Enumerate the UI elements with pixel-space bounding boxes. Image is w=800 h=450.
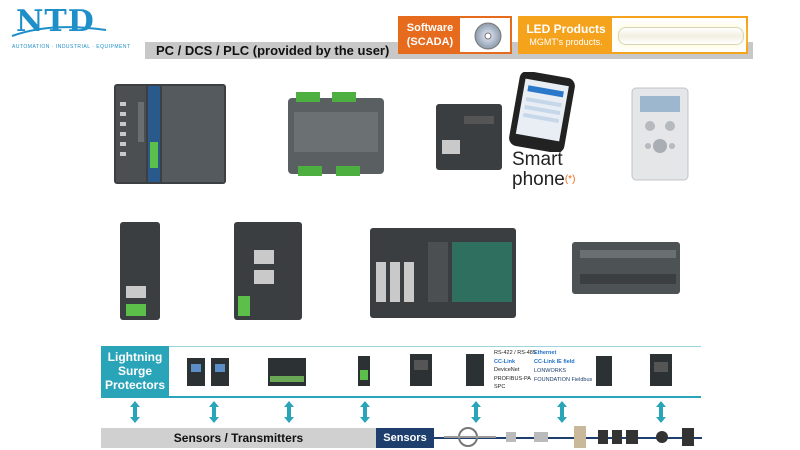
updown-arrow-icon (471, 401, 481, 423)
proto-ethernet: Ethernet (534, 350, 557, 356)
panel-meter-device (631, 87, 689, 181)
led-label: LED Products MGMT's products. (520, 18, 612, 52)
updown-arrow-icon (656, 401, 666, 423)
smartphone-device (509, 72, 575, 152)
protocol-list: RS-422 / RS-485 CC-Link DeviceNet PROFIB… (494, 349, 592, 392)
network-line (101, 396, 701, 398)
updown-arrow-icon (209, 401, 219, 423)
proto-cclink-ie: CC-Link IE field (534, 359, 575, 365)
sensor-products-strip (444, 426, 694, 448)
led-title: LED Products (526, 22, 606, 36)
sensors-line (434, 437, 702, 439)
protector-module-device (466, 354, 484, 386)
proto-rs: RS-422 / RS-485 (494, 350, 536, 356)
plc-rack-device (114, 84, 226, 184)
protector-pair-device (187, 358, 229, 386)
updown-arrow-icon (130, 401, 140, 423)
proto-spc: SPC (494, 384, 506, 391)
updown-arrow-icon (557, 401, 567, 423)
software-line1: Software (406, 22, 454, 34)
smartphone-label: Smart phone(*) (512, 150, 575, 190)
ntd-logo: NTD AUTOMATION · INDUSTRIAL · EQUIPMENT (8, 4, 130, 52)
lsp-line1: Lightning (107, 350, 163, 364)
proto-foundation: FOUNDATION Fieldbus (534, 377, 593, 383)
logo-tagline: AUTOMATION · INDUSTRIAL · EQUIPMENT (12, 44, 131, 50)
proto-lonworks: LONWORKS (534, 368, 567, 374)
updown-arrow-icon (360, 401, 370, 423)
io-module-device (288, 92, 384, 176)
smart-line1: Smart (512, 149, 563, 170)
page-title: PC / DCS / PLC (provided by the user) (156, 43, 390, 58)
lsp-line2: Surge (117, 364, 152, 378)
logo-text: NTD (16, 4, 95, 39)
led-tube-icon (618, 27, 744, 45)
smart-note: (*) (564, 174, 576, 185)
gateway-slim-device (120, 222, 160, 320)
software-scada-box[interactable]: Software (SCADA) (398, 16, 512, 54)
smart-line2: phone (512, 169, 565, 190)
remote-io-device (572, 242, 680, 294)
cd-disc-icon (474, 22, 502, 50)
modular-io-device (370, 228, 516, 318)
protector-narrow-device (596, 356, 612, 386)
protector-square-device (650, 354, 672, 386)
protector-box-device (410, 354, 432, 386)
sensors-label[interactable]: Sensors (376, 428, 434, 448)
top-divider (101, 346, 701, 347)
lightning-surge-protectors-box[interactable]: Lightning Surge Protectors (101, 346, 169, 396)
logo-swoosh-icon (11, 26, 107, 37)
software-line2: (SCADA) (406, 36, 454, 48)
protector-slim-device (358, 356, 370, 386)
ethernet-gateway-device (234, 222, 302, 320)
sensors-transmitters-bar[interactable]: Sensors / Transmitters (101, 428, 376, 448)
protector-unit-device (268, 358, 306, 386)
proto-cclink: CC-Link (494, 358, 516, 365)
software-label: Software (SCADA) (400, 18, 460, 52)
led-subtitle: MGMT's products. (529, 37, 603, 47)
proto-profibus: PROFIBUS-PA (494, 375, 531, 382)
led-products-box[interactable]: LED Products MGMT's products. (518, 16, 748, 54)
updown-arrow-icon (284, 401, 294, 423)
converter-device (436, 104, 502, 170)
lsp-line3: Protectors (104, 378, 166, 392)
proto-devicenet: DeviceNet (494, 367, 520, 374)
